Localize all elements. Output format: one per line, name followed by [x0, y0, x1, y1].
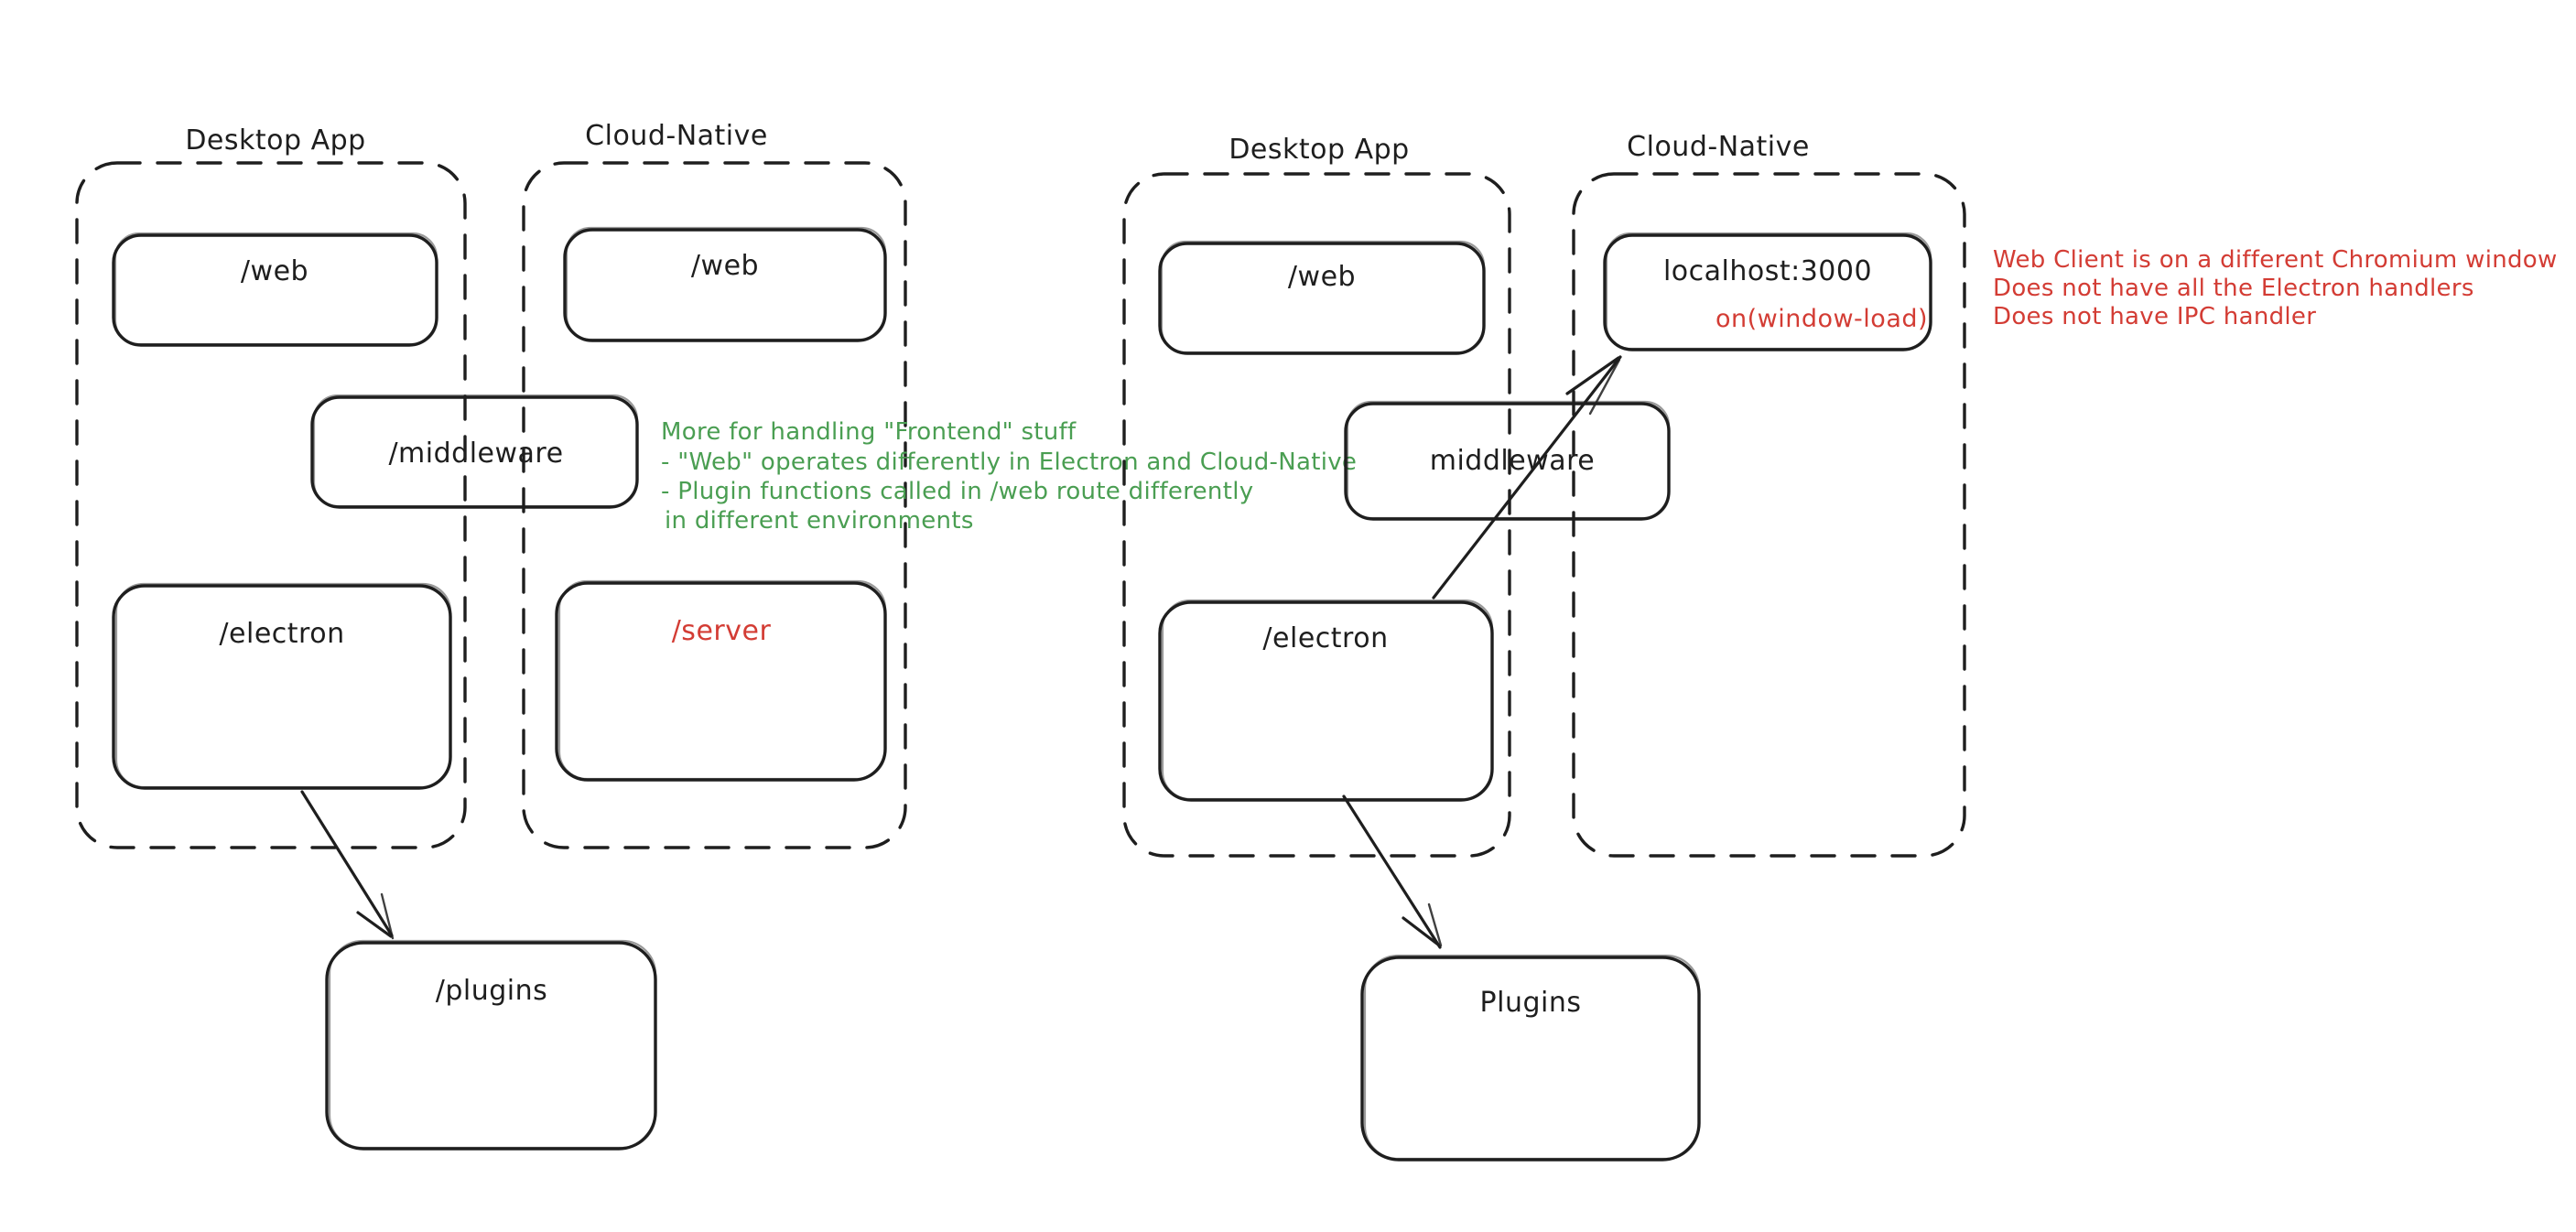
right-middleware-label: middleware [1430, 445, 1596, 477]
right-electron-label: /electron [1262, 622, 1388, 654]
left-desktop-app-container [75, 161, 467, 849]
arrow-down-stem-echo [1427, 902, 1443, 947]
right-cloud-native-container [1572, 172, 1966, 858]
right-electron-outline-echo [1161, 599, 1494, 801]
right-web-box: /web [1158, 240, 1486, 355]
arrow-right-electron-to-plugins [1342, 794, 1443, 949]
right-localhost-outline-echo [1605, 232, 1932, 351]
right-plugins-box: Plugins [1360, 954, 1701, 1162]
left-plugins-label: /plugins [436, 975, 548, 1007]
left-web-cloud-outline-echo [565, 226, 887, 341]
left-plugins-outline [325, 941, 657, 1151]
right-localhost-outline [1603, 233, 1932, 351]
left-middleware-box: /middleware [310, 394, 639, 509]
left-server-outline-echo [557, 579, 887, 781]
arrow-right-electron-to-localhost [1432, 355, 1622, 600]
right-localhost-box: localhost:3000 on(window-load) [1603, 232, 1932, 351]
right-on-window-load-label: on(window-load) [1716, 305, 1928, 333]
left-middleware-outline-echo [312, 394, 639, 508]
right-plugins-outline-echo [1363, 954, 1701, 1161]
left-green-note: More for handling "Frontend" stuff - "We… [661, 418, 1357, 535]
red-note-line-1: Web Client is on a different Chromium wi… [1993, 246, 2558, 274]
left-web-desktop-label: /web [241, 255, 308, 287]
arrow-up-barb-1 [1565, 356, 1620, 395]
right-electron-box: /electron [1158, 599, 1494, 802]
right-web-label: /web [1288, 261, 1356, 293]
left-diagram-group: Desktop App Cloud-Native /web /web /midd… [75, 120, 1357, 1151]
right-web-outline [1158, 242, 1486, 355]
left-web-cloud-box: /web [563, 226, 887, 342]
red-note-line-2: Does not have all the Electron handlers [1993, 275, 2474, 302]
right-electron-outline [1158, 600, 1494, 802]
arrow-left-stem [300, 790, 394, 937]
left-cloud-native-title: Cloud-Native [585, 120, 768, 152]
right-desktop-app-container [1122, 172, 1511, 858]
left-server-box: /server [555, 579, 887, 782]
left-electron-outline [112, 584, 452, 790]
green-note-line-1: More for handling "Frontend" stuff [661, 418, 1077, 446]
right-cloud-native-title: Cloud-Native [1627, 131, 1810, 163]
green-note-line-4: in different environments [665, 507, 974, 535]
right-middleware-outline-echo [1346, 400, 1671, 520]
right-desktop-app-title: Desktop App [1228, 134, 1409, 166]
right-localhost-label: localhost:3000 [1663, 255, 1872, 287]
left-plugins-box: /plugins [325, 939, 657, 1151]
left-electron-outline-echo [114, 582, 452, 789]
left-electron-box: /electron [112, 582, 452, 790]
arrow-down-barb [1402, 916, 1440, 946]
right-plugins-outline [1360, 956, 1701, 1162]
red-note-line-3: Does not have IPC handler [1993, 303, 2316, 330]
left-plugins-outline-echo [328, 939, 657, 1150]
arrow-down-stem [1342, 794, 1442, 949]
right-diagram-group: Desktop App Cloud-Native /web localhost:… [1122, 131, 2558, 1162]
left-middleware-outline [310, 395, 639, 509]
arrow-left-stem-echo [380, 892, 395, 940]
right-middleware-box: middleware [1344, 400, 1671, 521]
right-middleware-outline [1344, 402, 1671, 521]
left-web-desktop-box: /web [112, 232, 438, 347]
right-plugins-label: Plugins [1480, 987, 1582, 1019]
arrow-up-stem [1432, 355, 1622, 600]
left-web-cloud-outline [563, 228, 887, 342]
green-note-line-3: - Plugin functions called in /web route … [661, 478, 1253, 505]
green-note-line-2: - "Web" operates differently in Electron… [661, 448, 1357, 476]
left-server-outline [555, 581, 887, 782]
left-web-cloud-label: /web [691, 250, 759, 282]
right-web-outline-echo [1160, 240, 1486, 354]
arrow-up-barb-2 [1588, 358, 1621, 416]
left-web-desktop-outline [112, 233, 438, 347]
right-red-note: Web Client is on a different Chromium wi… [1993, 246, 2558, 330]
left-middleware-label: /middleware [388, 438, 563, 470]
arrow-left-electron-to-plugins [300, 790, 395, 940]
left-electron-label: /electron [219, 618, 344, 650]
left-server-label: /server [672, 615, 772, 647]
left-web-desktop-outline-echo [114, 232, 438, 346]
left-cloud-native-container [522, 161, 907, 849]
left-desktop-app-title: Desktop App [185, 124, 365, 157]
arrow-left-barb [356, 911, 393, 938]
